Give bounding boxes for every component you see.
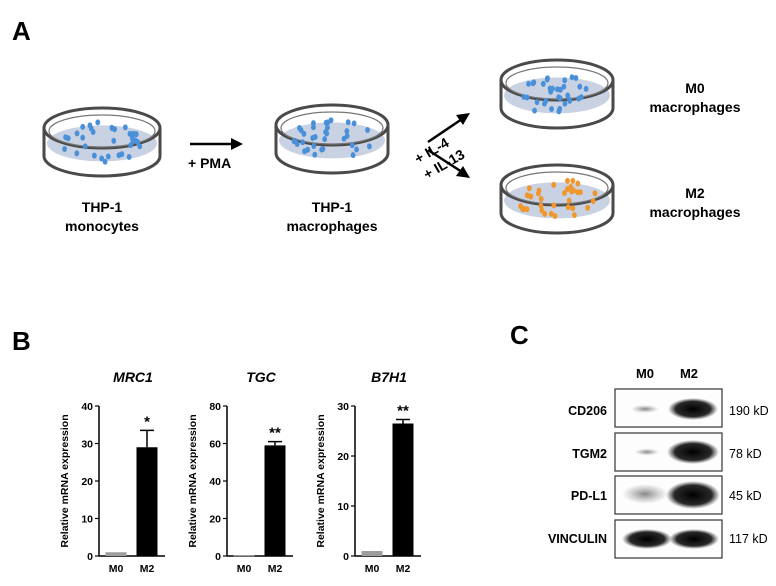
size-label: 117 kD bbox=[729, 532, 768, 546]
protein-label: VINCULIN bbox=[548, 532, 607, 546]
bar-m0 bbox=[361, 551, 383, 556]
protein-label: PD-L1 bbox=[571, 489, 607, 503]
x-tick-label: M0 bbox=[237, 563, 252, 575]
y-tick-label: 40 bbox=[209, 476, 221, 488]
y-tick-label: 20 bbox=[209, 514, 221, 526]
significance-label: * bbox=[144, 413, 150, 430]
dish3-label-line1: M0 bbox=[685, 80, 705, 96]
y-tick-label: 80 bbox=[209, 401, 221, 413]
blot-strip-cd206 bbox=[614, 388, 723, 428]
protein-label: TGM2 bbox=[572, 447, 607, 461]
dish1-label-line1: THP-1 bbox=[82, 199, 123, 215]
y-tick-label: 30 bbox=[337, 401, 349, 413]
dish1-label-line2: monocytes bbox=[65, 218, 139, 234]
panel-label-c: C bbox=[510, 320, 529, 350]
size-label: 78 kD bbox=[729, 447, 762, 461]
lane-label-m0: M0 bbox=[636, 366, 654, 381]
branch-arrow-icon bbox=[427, 113, 470, 178]
dish4-label-line2: macrophages bbox=[649, 204, 740, 220]
petri-dish-m2 bbox=[499, 163, 615, 235]
x-tick-label: M0 bbox=[109, 563, 124, 575]
panel-label-b: B bbox=[12, 326, 31, 356]
y-axis-label: Relative mRNA expression bbox=[59, 414, 71, 547]
significance-label: ** bbox=[397, 403, 409, 420]
lane-label-m2: M2 bbox=[680, 366, 698, 381]
y-tick-label: 0 bbox=[215, 551, 221, 563]
y-tick-label: 20 bbox=[337, 451, 349, 463]
x-tick-label: M2 bbox=[268, 563, 283, 575]
y-tick-label: 10 bbox=[337, 501, 349, 513]
dish4-label-line1: M2 bbox=[685, 185, 705, 201]
bar-m0 bbox=[105, 552, 127, 556]
y-tick-label: 60 bbox=[209, 439, 221, 451]
bar-m0 bbox=[233, 555, 255, 557]
chart-title: TGC bbox=[246, 369, 276, 385]
petri-dish-m0 bbox=[499, 58, 615, 130]
chart-title: MRC1 bbox=[113, 369, 153, 385]
significance-label: ** bbox=[269, 425, 281, 442]
western-blot: M0 M2 CD206 TGM2 PD-L1 VINCULIN 190 kD 7… bbox=[548, 366, 769, 559]
dish2-label-line1: THP-1 bbox=[312, 199, 353, 215]
chart-title: B7H1 bbox=[371, 369, 407, 385]
blot-strip-pdl1 bbox=[614, 475, 723, 515]
size-label: 190 kD bbox=[729, 404, 769, 418]
y-tick-label: 0 bbox=[343, 551, 349, 563]
petri-dish-monocytes bbox=[42, 106, 162, 178]
blot-strip-vinculin bbox=[614, 519, 723, 559]
y-axis-label: Relative mRNA expression bbox=[315, 414, 327, 547]
arrow-icon bbox=[190, 138, 243, 150]
protein-label: CD206 bbox=[568, 404, 607, 418]
y-tick-label: 10 bbox=[81, 514, 93, 526]
bar-m2 bbox=[264, 445, 286, 556]
x-tick-label: M2 bbox=[396, 563, 411, 575]
dish2-label-line2: macrophages bbox=[286, 218, 377, 234]
y-tick-label: 40 bbox=[81, 401, 93, 413]
bar-m2 bbox=[136, 447, 158, 556]
y-axis-label: Relative mRNA expression bbox=[187, 414, 199, 547]
x-tick-label: M2 bbox=[140, 563, 155, 575]
y-tick-label: 20 bbox=[81, 476, 93, 488]
pma-label: + PMA bbox=[188, 155, 231, 171]
dish3-label-line2: macrophages bbox=[649, 99, 740, 115]
y-tick-label: 0 bbox=[87, 551, 93, 563]
blot-strip-tgm2 bbox=[614, 432, 723, 472]
y-tick-label: 30 bbox=[81, 439, 93, 451]
bar-m2 bbox=[392, 423, 414, 556]
size-label: 45 kD bbox=[729, 489, 762, 503]
petri-dish-macrophages bbox=[274, 103, 390, 175]
panel-label-a: A bbox=[12, 16, 31, 46]
x-tick-label: M0 bbox=[365, 563, 380, 575]
